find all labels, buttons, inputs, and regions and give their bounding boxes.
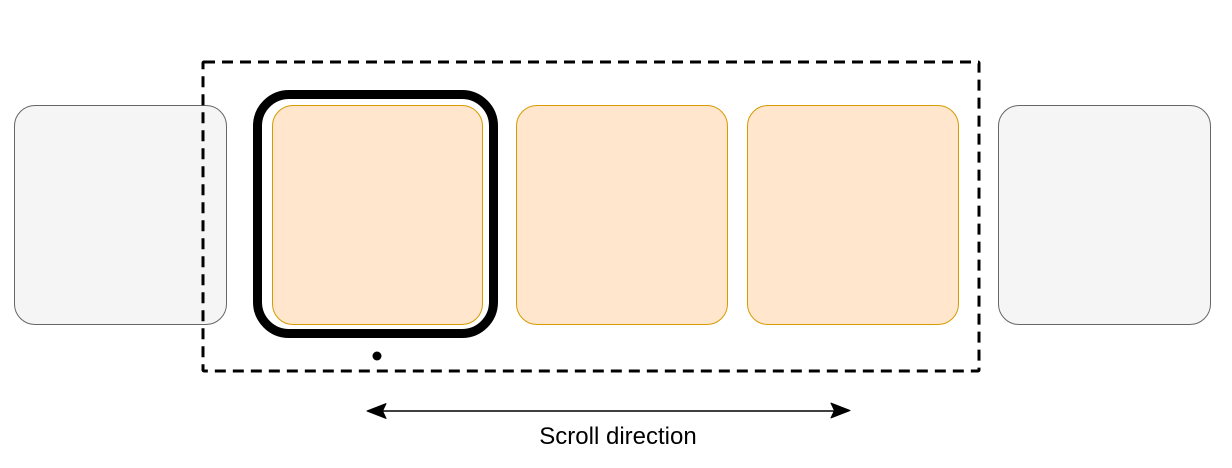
viewport-frame [253, 90, 498, 338]
card-visible-2 [516, 105, 728, 325]
scroll-indicator-dot-icon [372, 351, 382, 361]
scroll-direction-label: Scroll direction [539, 423, 697, 450]
scroll-direction-arrow-icon [366, 402, 851, 419]
card-visible-3 [747, 105, 959, 325]
card-offscreen-right [998, 105, 1211, 325]
card-offscreen-left [14, 105, 227, 325]
